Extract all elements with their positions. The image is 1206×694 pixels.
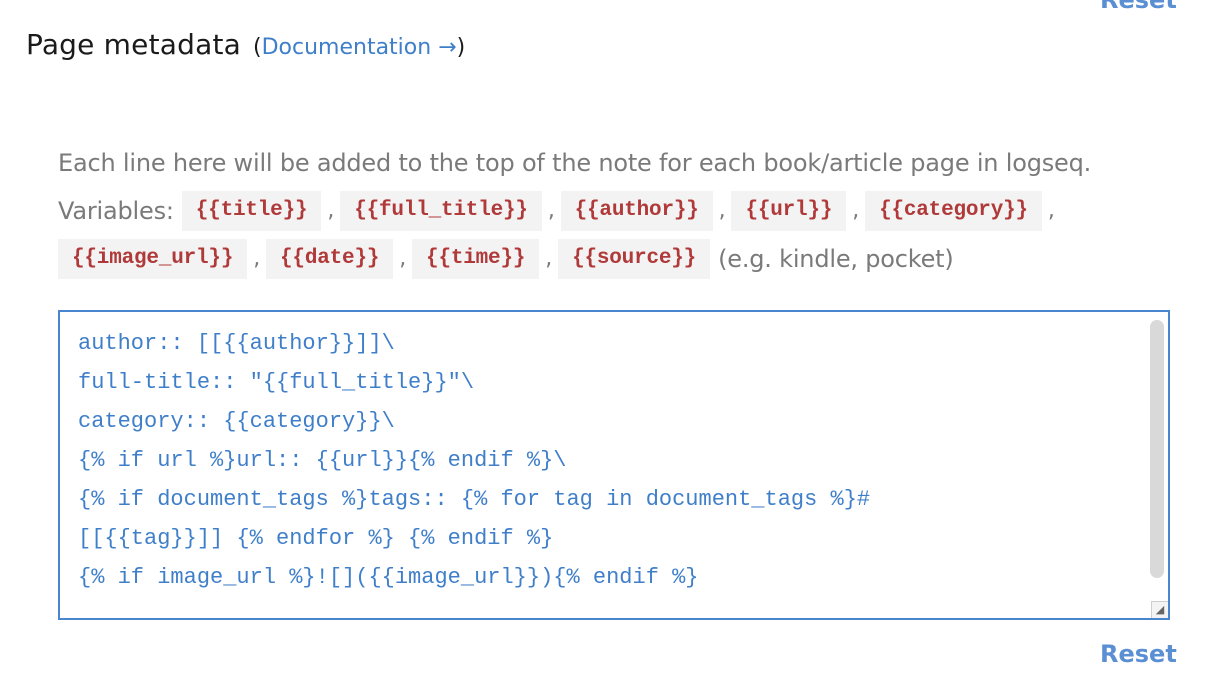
separator: , [547,198,555,223]
page-metadata-textarea[interactable]: author:: [[{{author}}]]\ full-title:: "{… [58,310,1170,620]
variable-code: {{time}} [412,239,540,279]
variable-code: {{full_title}} [340,191,542,231]
source-note: (e.g. kindle, pocket) [718,245,954,273]
textarea-scrollbar[interactable] [1150,320,1164,578]
textarea-content[interactable]: author:: [[{{author}}]]\ full-title:: "{… [78,331,871,590]
paren-close: ) [456,35,466,60]
description-text: Each line here will be added to the top … [58,149,1092,177]
variable-code: {{title}} [181,191,322,231]
description: Each line here will be added to the top … [58,139,1188,283]
separator: , [399,246,407,271]
page-metadata-title: Page metadata [26,28,241,61]
section-heading: Page metadata ( Documentation → ) [26,28,465,61]
separator: , [327,198,335,223]
variable-code: {{image_url}} [58,239,248,279]
separator: , [1047,198,1055,223]
variable-code: {{date}} [266,239,394,279]
reset-button[interactable]: Reset [1100,640,1177,668]
variables-label: Variables: [58,197,174,225]
separator: , [852,198,860,223]
description-line-3: {{image_url}} , {{date}} , {{time}} , {{… [58,235,1188,283]
separator: , [718,198,726,223]
variable-code: {{url}} [731,191,847,231]
top-reset-button[interactable]: Reset [1100,0,1177,14]
description-line-2: Variables: {{title}} , {{full_title}} , … [58,187,1188,235]
paren-open: ( [253,35,262,60]
separator: , [545,246,553,271]
resize-handle-icon[interactable]: ◢ [1151,601,1168,618]
documentation-link[interactable]: Documentation → [261,35,457,60]
variable-code: {{author}} [560,191,713,231]
variable-code: {{source}} [558,239,711,279]
separator: , [253,246,261,271]
description-line-1: Each line here will be added to the top … [58,139,1188,187]
variable-code: {{category}} [865,191,1042,231]
